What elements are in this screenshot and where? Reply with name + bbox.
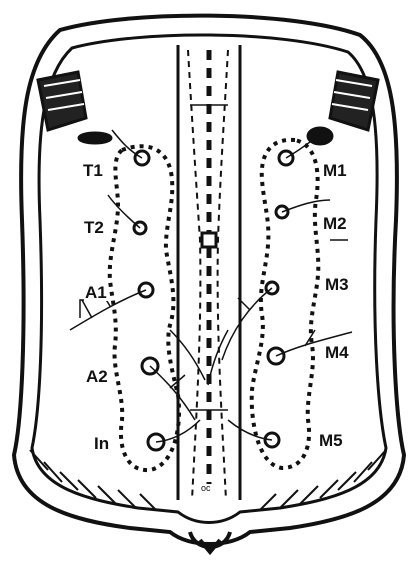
label-leaders xyxy=(80,240,348,318)
left-organ-chain xyxy=(110,146,179,470)
label-a2: A2 xyxy=(85,368,109,385)
muscle-left xyxy=(38,72,111,143)
label-a1: A1 xyxy=(84,284,108,301)
bottom-hatch xyxy=(30,450,386,510)
central-column xyxy=(178,45,240,500)
label-oc: oc xyxy=(200,484,212,493)
label-m5: M5 xyxy=(318,432,344,449)
label-m2: M2 xyxy=(322,215,348,232)
left-ganglia xyxy=(134,151,164,450)
label-m4: M4 xyxy=(324,344,350,361)
label-m1: M1 xyxy=(322,162,348,179)
right-organ-chain xyxy=(252,140,319,468)
label-t2: T2 xyxy=(83,219,105,236)
muscle-right xyxy=(308,72,378,144)
label-t1: T1 xyxy=(82,162,104,179)
label-in: In xyxy=(93,435,110,452)
right-ganglia xyxy=(265,151,293,447)
label-m3: M3 xyxy=(324,276,350,293)
